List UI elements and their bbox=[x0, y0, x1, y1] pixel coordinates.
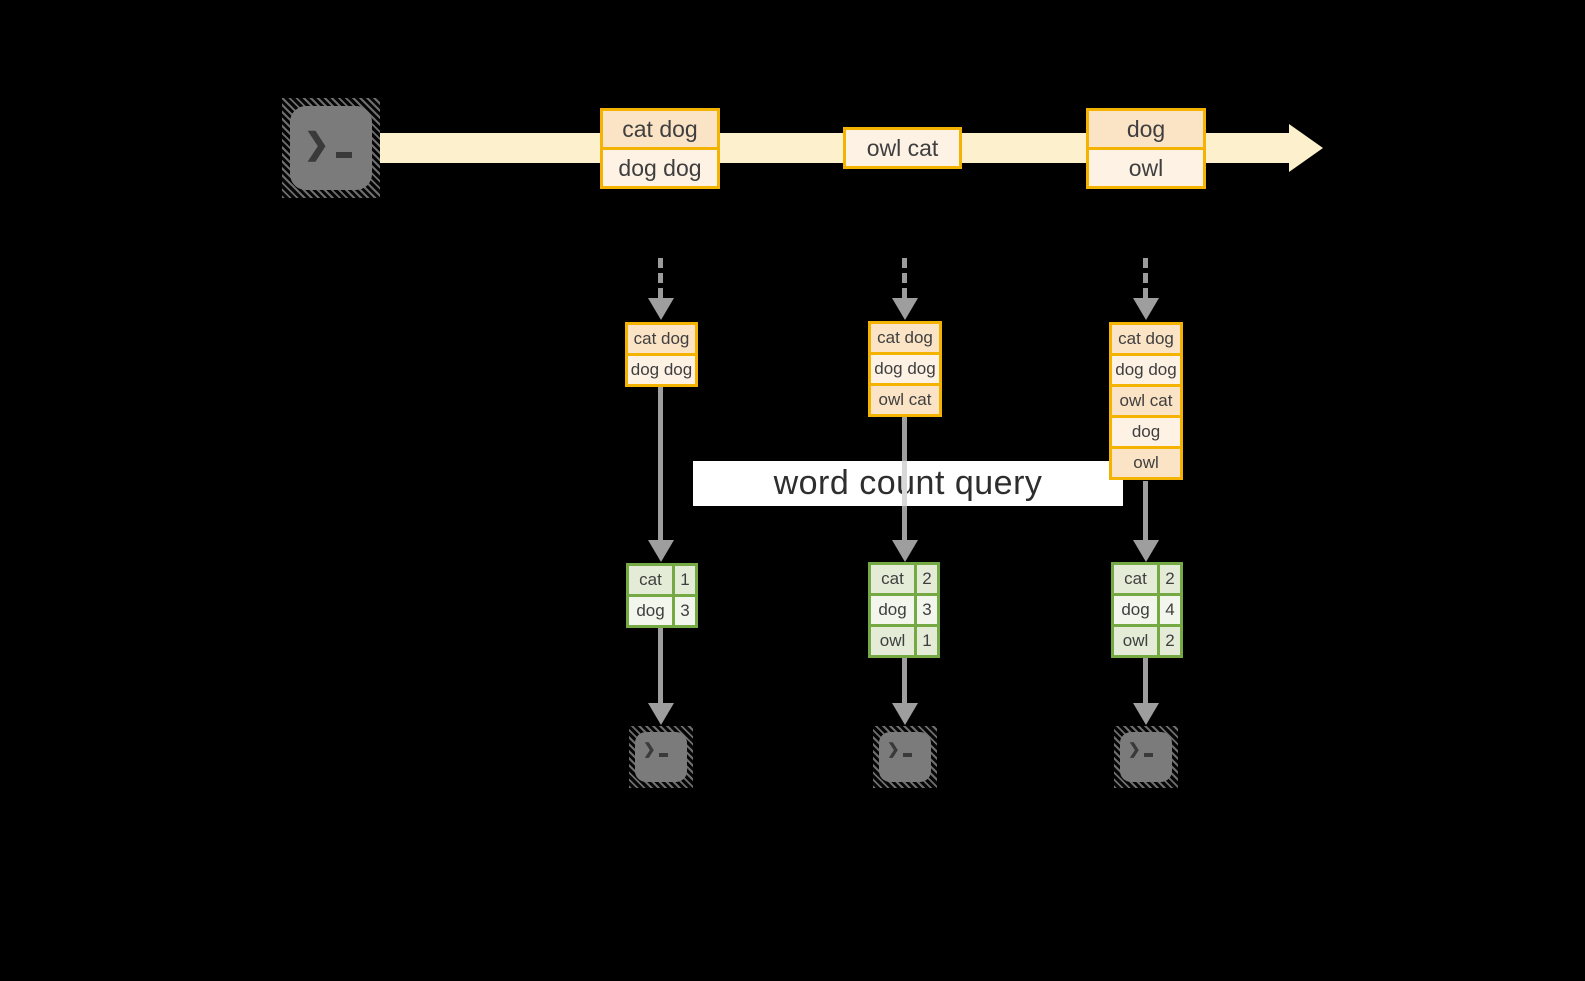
terminal-sink-icon: ❯ bbox=[1114, 726, 1178, 788]
batch-record: cat dog bbox=[1112, 325, 1180, 353]
batch-record: cat dog bbox=[628, 325, 695, 353]
count-value-cell: 3 bbox=[917, 596, 937, 624]
count-value-cell: 1 bbox=[917, 627, 937, 655]
terminal-body: ❯ bbox=[635, 732, 687, 782]
batch-record: dog bbox=[1112, 415, 1180, 446]
micro-batch-box: cat dog dog dog bbox=[625, 322, 698, 387]
sink-arrow-stem bbox=[902, 656, 907, 703]
query-arrow-head bbox=[892, 540, 918, 562]
batch-record: owl cat bbox=[871, 383, 939, 414]
stream-event-box: cat dog dog dog bbox=[600, 108, 720, 189]
stream-event-box: dog owl bbox=[1086, 108, 1206, 189]
count-row: dog 3 bbox=[871, 593, 937, 624]
query-arrow-stem bbox=[1143, 481, 1148, 540]
count-word-cell: cat bbox=[871, 565, 917, 593]
count-row: dog 3 bbox=[629, 594, 695, 625]
count-table: cat 2 dog 4 owl 2 bbox=[1111, 562, 1183, 658]
prompt-cursor-icon bbox=[336, 152, 352, 158]
prompt-cursor-icon bbox=[659, 753, 668, 757]
count-word-cell: owl bbox=[871, 627, 917, 655]
stream-event-line: cat dog bbox=[603, 111, 717, 147]
prompt-cursor-icon bbox=[1144, 753, 1153, 757]
count-table: cat 1 dog 3 bbox=[626, 563, 698, 628]
terminal-sink-icon: ❯ bbox=[873, 726, 937, 788]
count-table: cat 2 dog 3 owl 1 bbox=[868, 562, 940, 658]
count-row: cat 2 bbox=[871, 565, 937, 593]
sink-arrow-stem bbox=[1143, 656, 1148, 703]
count-word-cell: dog bbox=[629, 597, 675, 625]
batch-record: dog dog bbox=[871, 352, 939, 383]
count-word-cell: cat bbox=[629, 566, 675, 594]
count-value-cell: 4 bbox=[1160, 596, 1180, 624]
batch-arrow-stem bbox=[902, 258, 907, 298]
count-value-cell: 2 bbox=[917, 565, 937, 593]
prompt-chevron-icon: ❯ bbox=[1128, 741, 1141, 758]
banner-label: word count query bbox=[773, 464, 1043, 502]
batch-record: owl cat bbox=[1112, 384, 1180, 415]
batch-record: dog dog bbox=[1112, 353, 1180, 384]
arrow-through-banner bbox=[902, 461, 907, 506]
prompt-cursor-icon bbox=[903, 753, 912, 757]
terminal-sink-icon: ❯ bbox=[629, 726, 693, 788]
batch-arrow-stem bbox=[1143, 258, 1148, 298]
batch-record: owl bbox=[1112, 446, 1180, 477]
prompt-chevron-icon: ❯ bbox=[304, 128, 330, 161]
micro-batch-box: cat dog dog dog owl cat bbox=[868, 321, 942, 417]
prompt-chevron-icon: ❯ bbox=[643, 741, 656, 758]
count-word-cell: cat bbox=[1114, 565, 1160, 593]
sink-arrow-stem bbox=[658, 626, 663, 703]
count-row: cat 2 bbox=[1114, 565, 1180, 593]
stream-event-box: owl cat bbox=[843, 127, 962, 169]
stream-event-line: owl bbox=[1089, 147, 1203, 186]
batch-arrow-stem bbox=[658, 258, 663, 298]
micro-batch-box: cat dog dog dog owl cat dog owl bbox=[1109, 322, 1183, 480]
count-value-cell: 2 bbox=[1160, 627, 1180, 655]
count-word-cell: dog bbox=[871, 596, 917, 624]
terminal-body: ❯ bbox=[879, 732, 931, 782]
query-arrow-head bbox=[648, 540, 674, 562]
count-row: owl 1 bbox=[871, 624, 937, 655]
stream-event-line: dog dog bbox=[603, 147, 717, 186]
terminal-body: ❯ bbox=[290, 106, 372, 190]
batch-arrow-head bbox=[892, 298, 918, 320]
count-value-cell: 2 bbox=[1160, 565, 1180, 593]
batch-arrow-head bbox=[1133, 298, 1159, 320]
count-value-cell: 1 bbox=[675, 566, 695, 594]
count-word-cell: owl bbox=[1114, 627, 1160, 655]
word-count-query-banner: word count query bbox=[693, 461, 1123, 506]
count-word-cell: dog bbox=[1114, 596, 1160, 624]
stream-arrowhead bbox=[1289, 124, 1323, 172]
batch-record: cat dog bbox=[871, 324, 939, 352]
stream-event-line: owl cat bbox=[846, 130, 959, 166]
sink-arrow-head bbox=[648, 703, 674, 725]
sink-arrow-head bbox=[1133, 703, 1159, 725]
terminal-source-icon: ❯ bbox=[282, 98, 380, 198]
terminal-body: ❯ bbox=[1120, 732, 1172, 782]
count-row: owl 2 bbox=[1114, 624, 1180, 655]
batch-arrow-head bbox=[648, 298, 674, 320]
count-row: dog 4 bbox=[1114, 593, 1180, 624]
prompt-chevron-icon: ❯ bbox=[887, 741, 900, 758]
count-value-cell: 3 bbox=[675, 597, 695, 625]
query-arrow-head bbox=[1133, 540, 1159, 562]
count-row: cat 1 bbox=[629, 566, 695, 594]
batch-record: dog dog bbox=[628, 353, 695, 384]
stream-event-line: dog bbox=[1089, 111, 1203, 147]
query-arrow-stem bbox=[658, 385, 663, 540]
sink-arrow-head bbox=[892, 703, 918, 725]
